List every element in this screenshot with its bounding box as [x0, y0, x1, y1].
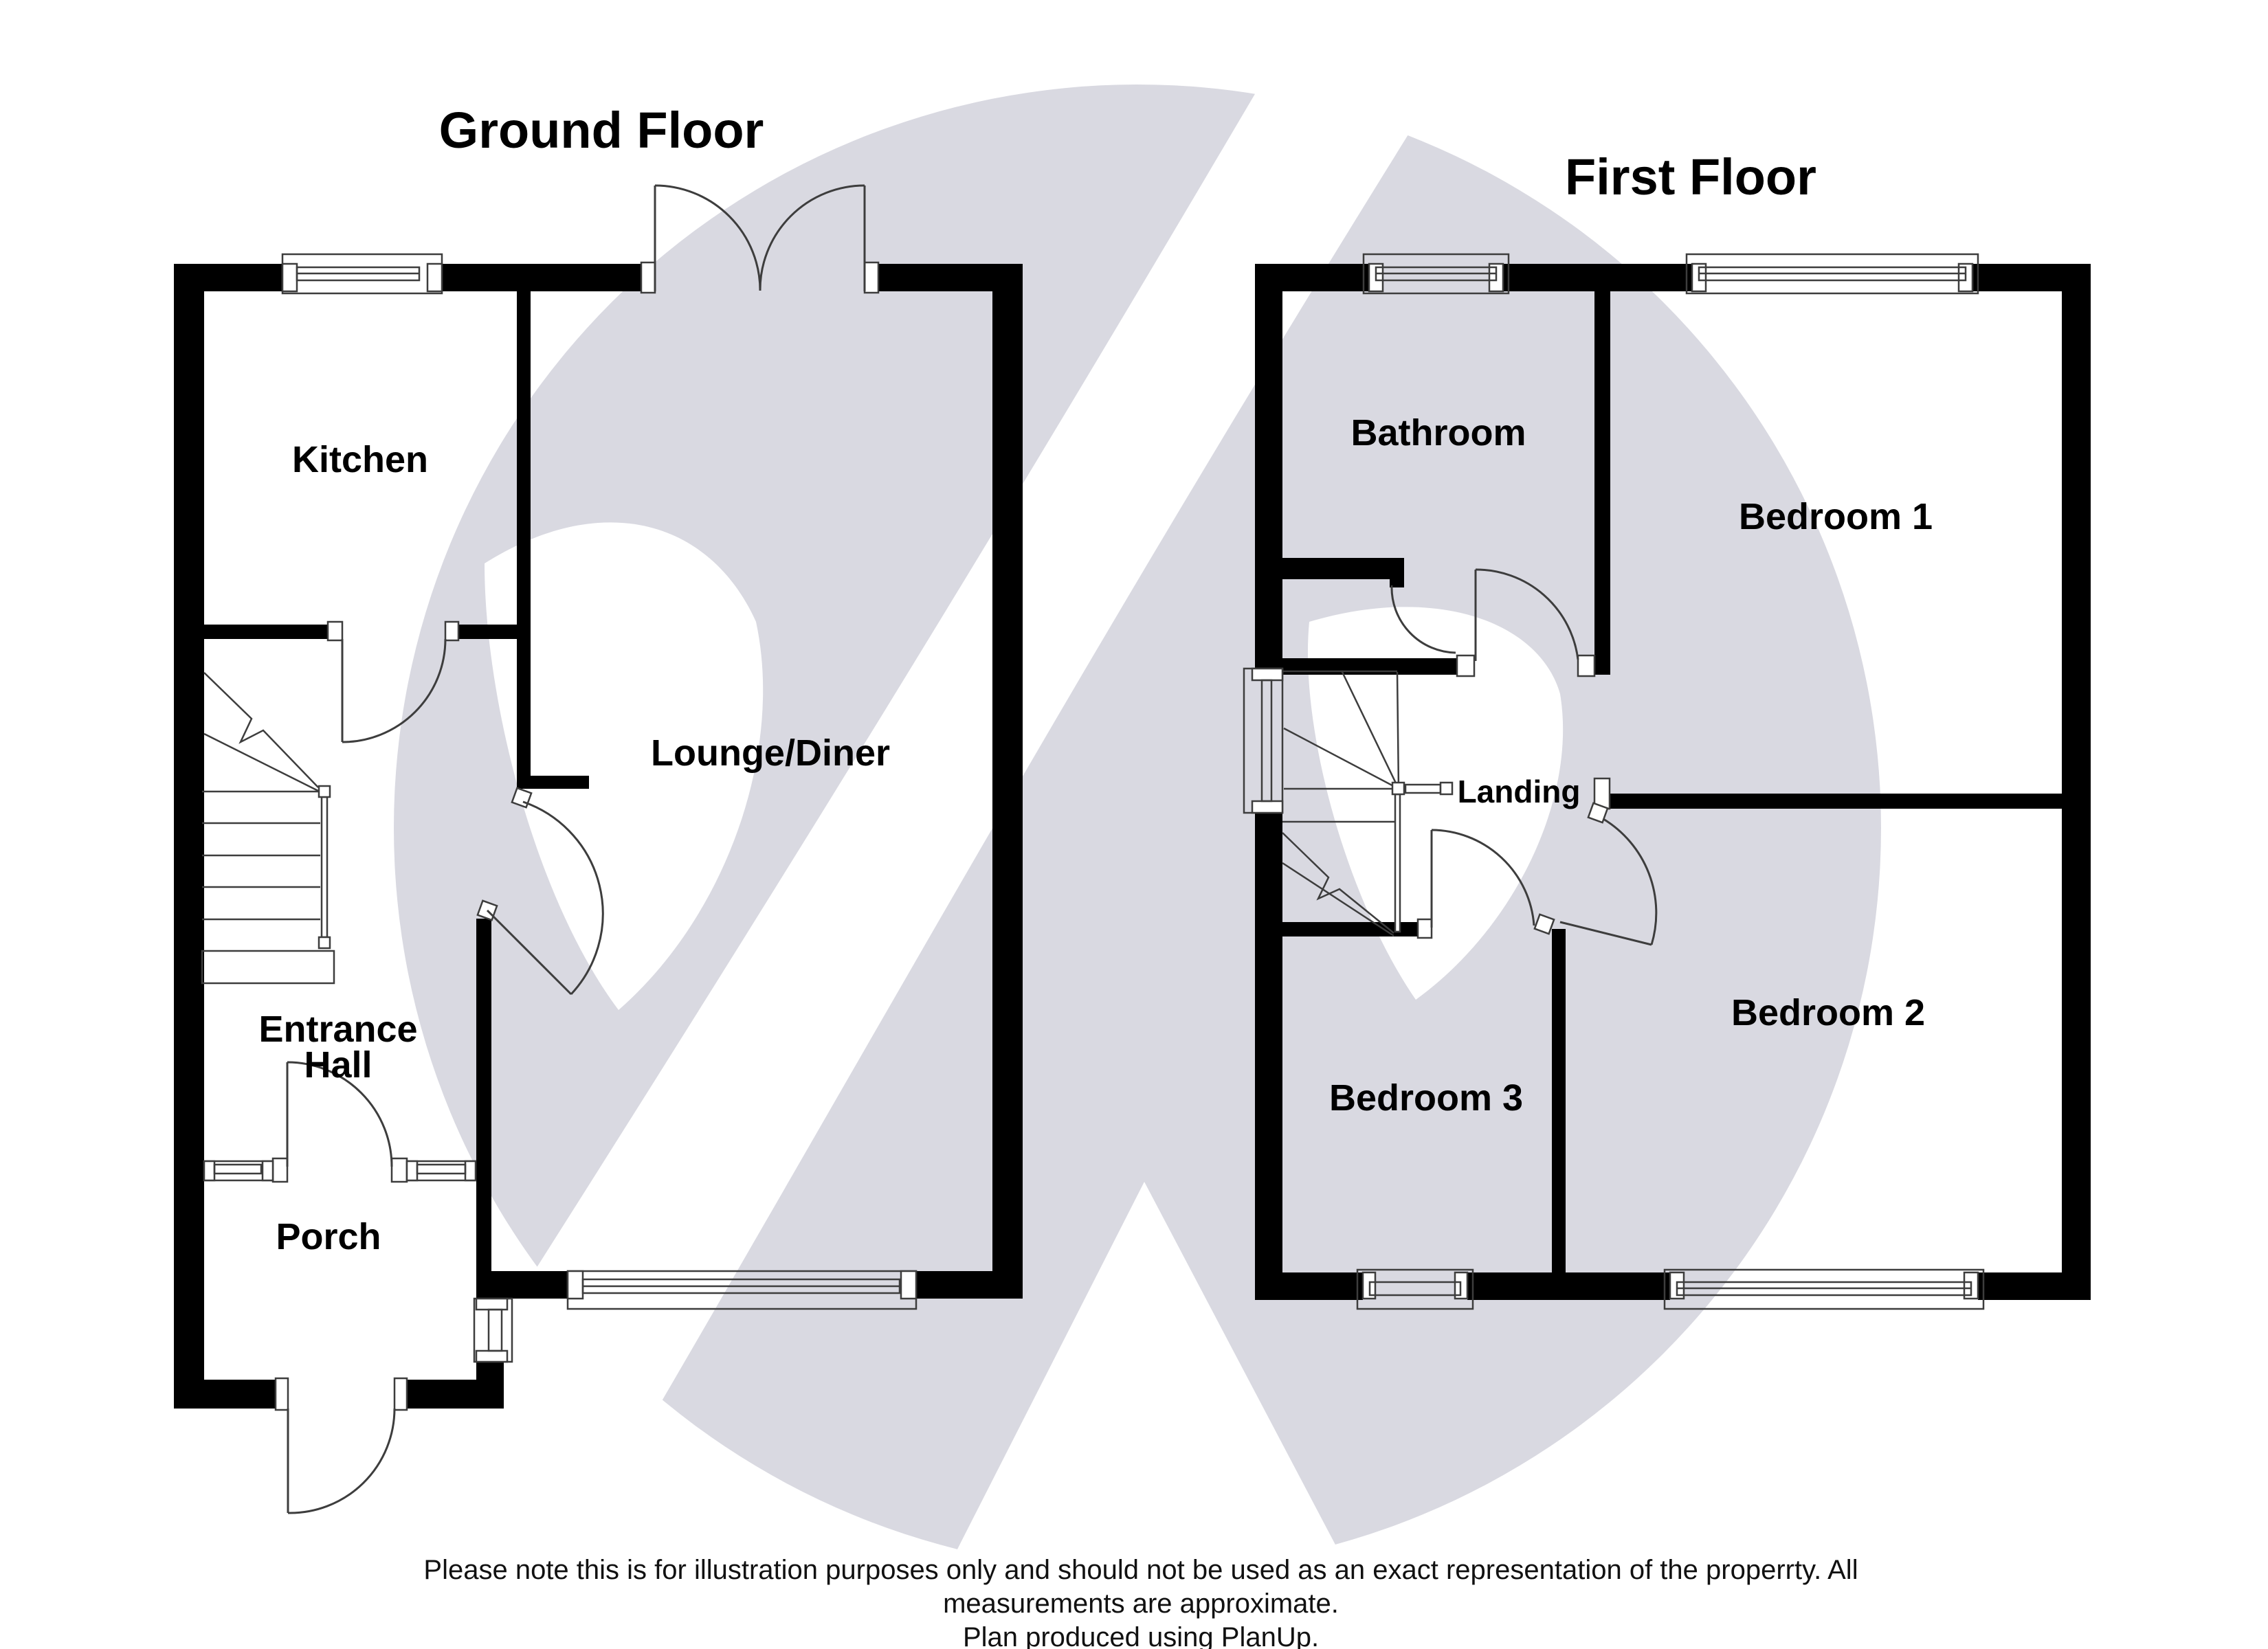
gf-stairs-newel-bottom [318, 936, 331, 950]
gf-wall-east [992, 264, 1023, 1299]
ff-bathroom-door [1390, 585, 1456, 654]
ff-doors [1390, 568, 1658, 946]
gf-porch-door-jamb-right [390, 1157, 408, 1183]
gf-kitchen-door-jamb-right [444, 620, 460, 642]
gf-porch-divider-window-left [203, 1160, 274, 1182]
ff-wall-west-b [1255, 813, 1282, 1300]
gf-porch-south-wall-b [407, 1380, 504, 1409]
ff-bedroom1-door-jamb-right [1577, 654, 1596, 677]
entrance-hall-label-line1: Entrance [258, 1009, 417, 1050]
bathroom-label: Bathroom [1351, 412, 1526, 453]
gf-stairs-newel-top [318, 785, 331, 798]
ff-bedroom2-door-jamb-top [1587, 802, 1609, 824]
ff-wall-south-b [1467, 1272, 1670, 1300]
gf-doors [286, 184, 866, 1514]
ff-wall-south-c [1978, 1272, 2091, 1300]
gf-staircase [201, 672, 335, 985]
ground-floor-plan: Ground Floor Kitchen Lounge/Diner Entran… [174, 102, 1023, 1514]
disclaimer-line3: Plan produced using PlanUp. [963, 1622, 1319, 1649]
gf-kitchen-lounge-divider [517, 291, 531, 789]
gf-lounge-south-wall-a [476, 1271, 568, 1299]
disclaimer-text: Please note this is for illustration pur… [423, 1555, 1858, 1649]
gf-porch-divider-window-right [405, 1160, 477, 1182]
gf-french-doors [654, 184, 866, 291]
ff-stairwell-wall [1282, 658, 1457, 675]
gf-stairs-bottom-step [201, 950, 335, 985]
kitchen-label: Kitchen [292, 439, 428, 480]
ff-bathroom-bedroom1-divider [1594, 291, 1610, 675]
gf-stairs-break-line [203, 672, 319, 788]
ff-bathroom-south-wall [1282, 558, 1404, 579]
ff-bedroom3-door [1430, 829, 1535, 928]
gf-door-jambs [271, 261, 880, 1411]
ff-wall-south-a [1255, 1272, 1363, 1300]
gf-kitchen-door [341, 638, 447, 743]
gf-stairs-rail [320, 796, 329, 939]
gf-kitchen-window [281, 253, 443, 295]
ff-wall-east [2062, 264, 2091, 1300]
ff-bathroom-wall-lip [1390, 579, 1404, 587]
ff-bedroom1-bedroom2-divider [1610, 794, 2062, 809]
ff-wall-north-a [1255, 264, 1369, 291]
bedroom2-label: Bedroom 2 [1731, 992, 1925, 1033]
ff-bedroom1-door-jamb-left [1456, 654, 1476, 677]
gf-front-door-jamb-left [274, 1377, 289, 1411]
porch-label: Porch [276, 1216, 381, 1257]
gf-hall-lounge-lower-wall [476, 919, 491, 1299]
ff-stairs-newel-right [1439, 781, 1454, 796]
ff-wall-north-b [1503, 264, 1692, 291]
ff-bathroom-window [1362, 253, 1510, 295]
gf-wall-west [174, 264, 204, 1409]
planup-watermark-logo [394, 85, 1881, 1598]
ff-bedroom3-door-jamb-left [1416, 918, 1433, 939]
gf-lounge-window [566, 1270, 918, 1310]
gf-porch-door-jamb-left [271, 1157, 289, 1183]
gf-walls [174, 264, 1023, 1409]
ff-bedroom3-window [1356, 1268, 1474, 1310]
gf-kitchen-door-jamb-left [326, 620, 344, 642]
bedroom3-label: Bedroom 3 [1329, 1077, 1523, 1119]
gf-front-door [287, 1408, 396, 1514]
ff-stairs-rail [1404, 783, 1442, 794]
ff-bedroom2-door [1559, 818, 1658, 946]
ff-bedroom2-door-jamb-bottom [1533, 913, 1555, 935]
ff-wall-west-a [1255, 264, 1282, 669]
ground-floor-title: Ground Floor [439, 102, 764, 159]
ff-bedroom3-bedroom2-divider [1552, 929, 1566, 1272]
gf-windows [203, 253, 918, 1363]
ff-walls [1255, 264, 2091, 1300]
gf-porch-south-wall-a [174, 1380, 276, 1409]
gf-porch-east-window [473, 1297, 513, 1363]
ff-stairs-break-line [1282, 832, 1394, 934]
gf-french-door-jamb-right [863, 261, 880, 294]
ff-staircase [1282, 670, 1454, 937]
gf-lounge-door [486, 800, 604, 996]
lounge-diner-label: Lounge/Diner [651, 732, 890, 774]
ff-bedroom1-window [1685, 253, 1979, 295]
ff-windows [1243, 253, 1985, 1310]
gf-wall-north-a [174, 264, 287, 291]
gf-french-door-jamb-left [640, 261, 656, 294]
gf-wall-north-b [438, 264, 641, 291]
ff-door-jambs [1416, 654, 1611, 939]
gf-kitchen-divider-b [458, 625, 517, 639]
gf-lounge-south-wall-b [916, 1271, 1023, 1299]
gf-lounge-wall-stub [531, 776, 589, 789]
ff-bedroom1-door [1474, 568, 1579, 661]
ff-stairs-newel-left [1391, 781, 1405, 796]
disclaimer-line1: Please note this is for illustration pur… [423, 1555, 1858, 1585]
ff-stairs-banister [1394, 793, 1401, 933]
landing-label: Landing [1458, 774, 1581, 809]
gf-porch-hall-door [286, 1061, 393, 1167]
gf-front-door-jamb-right [393, 1377, 408, 1411]
gf-kitchen-divider-a [204, 625, 328, 639]
first-floor-plan: First Floor Bathroom Bedroom 1 Landing B… [1243, 148, 2091, 1310]
first-floor-title: First Floor [1565, 148, 1816, 205]
disclaimer-line2: measurements are approximate. [943, 1589, 1339, 1619]
ff-bedroom2-window [1663, 1268, 1985, 1310]
ff-stairwell-window [1243, 667, 1284, 814]
bedroom1-label: Bedroom 1 [1739, 496, 1933, 537]
entrance-hall-label-line2: Hall [304, 1044, 372, 1086]
